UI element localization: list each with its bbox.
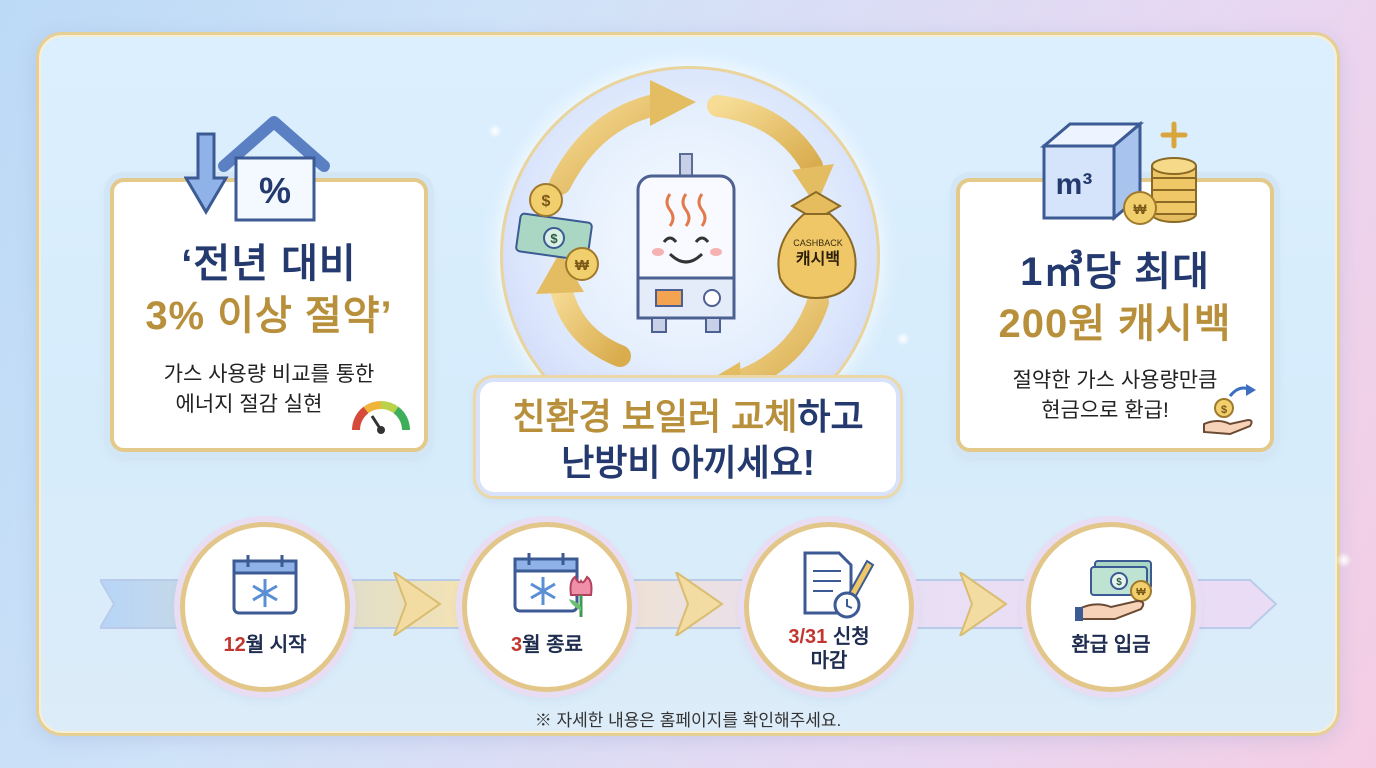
timeline-step-deadline: 3/31 신청 마감: [744, 522, 914, 692]
calendar-snowflake-icon: [232, 555, 298, 615]
svg-text:₩: ₩: [575, 257, 590, 274]
main-title-suffix: 하고: [797, 396, 864, 437]
step-refund-label: 환급 입금: [1071, 634, 1151, 656]
svg-text:$: $: [1116, 577, 1122, 588]
savings-headline: ‘전년 대비 3% 이상 절약’: [114, 238, 424, 342]
timeline-step-start: 12월 시작: [180, 522, 350, 692]
desc-line2: 에너지 절감 실현: [175, 393, 323, 416]
svg-text:₩: ₩: [1133, 201, 1147, 217]
step-start-accent: 12: [223, 634, 246, 656]
cycle-arrow-top-right: [707, 95, 834, 206]
svg-text:$: $: [542, 193, 551, 210]
cashback-headline-line2: 200원 캐시백: [998, 302, 1232, 346]
svg-text:₩: ₩: [1136, 587, 1146, 598]
step-deadline-text: 신청: [827, 626, 870, 648]
sparkle: [1336, 552, 1352, 568]
cube-coins-icon: m³ ₩: [1040, 120, 1197, 225]
cube-text: m³: [1056, 168, 1093, 201]
house-percent-icon: %: [184, 116, 330, 222]
main-title-line2: 난방비 아끼세요!: [561, 442, 815, 483]
gauge-icon: [352, 401, 410, 434]
step-start-text: 월 시작: [245, 634, 307, 656]
timeline-ribbon: [100, 572, 1278, 636]
cashback-cycle-illustration: $ $ ₩ CASHBACK 캐시백: [515, 80, 857, 408]
hand-money-icon: $ ₩: [1075, 560, 1152, 621]
step-end-label: 3월 종료: [467, 633, 627, 657]
savings-requirement-card: ‘전년 대비 3% 이상 절약’ 가스 사용량 비교를 통한 에너지 절감 실현: [110, 178, 428, 452]
svg-text:$: $: [1221, 404, 1227, 416]
calendar-tulip-icon: [513, 553, 593, 617]
bag-text-small: CASHBACK: [793, 238, 843, 248]
house-percent-text: %: [259, 170, 291, 211]
cycle-arrow-bottom-left: [536, 252, 631, 367]
main-title-box: 친환경 보일러 교체하고 난방비 아끼세요!: [476, 378, 900, 496]
footnote: ※ 자세한 내용은 홈페이지를 확인해주세요.: [534, 711, 842, 730]
main-title-highlight: 친환경 보일러 교체: [512, 396, 798, 437]
desc-line1: 가스 사용량 비교를 통한: [163, 363, 375, 386]
cashback-desc-line1: 절약한 가스 사용량만큼: [1012, 369, 1218, 392]
step-end-accent: 3: [511, 634, 523, 656]
headline-line2: 3% 이상 절약’: [145, 294, 393, 338]
svg-text:$: $: [550, 231, 558, 246]
step-end-text: 월 종료: [522, 634, 583, 656]
cashback-headline: 1㎥당 최대 200원 캐시백: [960, 246, 1270, 350]
timeline-step-refund: $ ₩ 환급 입금: [1026, 522, 1196, 692]
sparkle: [488, 124, 502, 138]
timeline-step-end: 3월 종료: [462, 522, 632, 692]
document-pen-clock-icon: [803, 551, 875, 619]
boiler-icon: [636, 153, 736, 333]
main-title-line1: 친환경 보일러 교체하고: [480, 394, 896, 440]
bag-text-large: 캐시백: [796, 250, 840, 268]
money-icon: $ $ ₩: [515, 183, 599, 281]
savings-description: 가스 사용량 비교를 통한 에너지 절감 실현: [114, 360, 424, 420]
cycle-arrow-top-left: [549, 80, 696, 195]
cashback-desc-line2: 현금으로 환급!: [1041, 399, 1169, 422]
step-deadline-label: 3/31 신청: [749, 625, 909, 649]
cashback-description: 절약한 가스 사용량만큼 현금으로 환급!: [960, 366, 1270, 426]
step-deadline-line2: 마감: [810, 650, 848, 672]
hand-coin-icon: $: [1203, 384, 1256, 436]
coin-stack-icon: ₩: [1123, 157, 1197, 225]
step-deadline-accent: 3/31: [788, 626, 828, 648]
cashback-bag-icon: CASHBACK 캐시백: [777, 190, 857, 300]
headline-line1: ‘전년 대비: [181, 242, 357, 286]
step-start-label: 12월 시작: [185, 633, 345, 657]
cashback-headline-line1: 1㎥당 최대: [1020, 250, 1210, 294]
sparkle: [896, 332, 910, 346]
